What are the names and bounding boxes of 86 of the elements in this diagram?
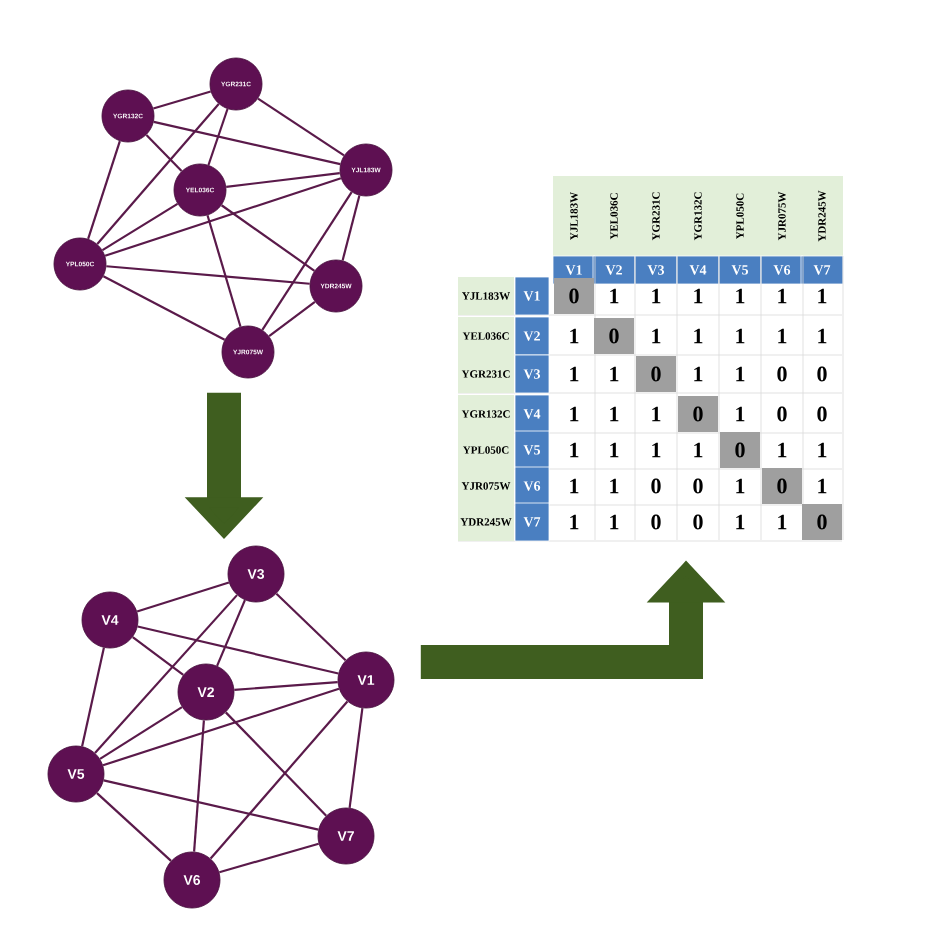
matrix-cell: 0 bbox=[720, 432, 760, 468]
graph-edge bbox=[153, 90, 211, 110]
matrix-cell: 0 bbox=[651, 514, 661, 530]
matrix-cell: 1 bbox=[570, 514, 579, 530]
graph-edge bbox=[209, 700, 349, 860]
matrix-cell: 1 bbox=[778, 514, 787, 530]
graph-edge bbox=[261, 191, 353, 331]
graph-edge bbox=[137, 625, 339, 675]
matrix-cell: 0 bbox=[802, 504, 842, 540]
matrix-cell: 1 bbox=[610, 478, 619, 494]
matrix-cell: 0 bbox=[636, 356, 676, 392]
matrix-cell: 1 bbox=[736, 478, 745, 494]
matrix-cell: 1 bbox=[736, 328, 745, 344]
matrix-cell: 1 bbox=[570, 406, 579, 422]
graph-edge bbox=[348, 708, 364, 808]
graph-edge bbox=[216, 599, 246, 667]
matrix-cell: 1 bbox=[694, 366, 703, 382]
matrix-cell: 1 bbox=[610, 406, 619, 422]
graph-edge bbox=[96, 792, 172, 862]
matrix-cell: 1 bbox=[736, 366, 745, 382]
graph-edge bbox=[225, 711, 327, 817]
matrix-cell: 0 bbox=[693, 478, 703, 494]
graph-edge bbox=[153, 120, 341, 166]
graph-edge bbox=[102, 275, 226, 341]
matrix-cell: 0 bbox=[693, 514, 703, 530]
matrix-cell: 0 bbox=[678, 396, 718, 432]
matrix-cell: 1 bbox=[652, 442, 661, 458]
graph-edge bbox=[234, 681, 338, 691]
matrix-cell: 1 bbox=[652, 288, 661, 304]
matrix-cell: 1 bbox=[818, 288, 827, 304]
matrix-cell: 0 bbox=[777, 366, 787, 382]
matrix-cell: 1 bbox=[778, 328, 787, 344]
matrix-cell: 1 bbox=[778, 288, 787, 304]
matrix-cell: 0 bbox=[651, 478, 661, 494]
graph-edge bbox=[104, 177, 342, 257]
graph-edge bbox=[106, 265, 310, 285]
graph-edge bbox=[193, 720, 205, 852]
matrix-cell: 0 bbox=[817, 366, 827, 382]
matrix-cell: 1 bbox=[570, 328, 579, 344]
matrix-cell: 0 bbox=[762, 468, 802, 504]
matrix-cell: 0 bbox=[554, 278, 594, 314]
matrix-cell: 1 bbox=[652, 406, 661, 422]
graph-edge bbox=[341, 195, 361, 261]
matrix-cell: 0 bbox=[817, 406, 827, 422]
graph-edge bbox=[101, 202, 179, 252]
graph-drawing bbox=[47, 545, 395, 909]
graph-edge bbox=[226, 172, 340, 188]
matrix-cell: 1 bbox=[736, 288, 745, 304]
graph-edge bbox=[99, 706, 183, 760]
matrix-cell: 1 bbox=[818, 442, 827, 458]
matrix-cell: 1 bbox=[778, 442, 787, 458]
matrix-cell: 1 bbox=[610, 288, 619, 304]
matrix-cell: 1 bbox=[610, 514, 619, 530]
graph-drawing bbox=[53, 57, 393, 379]
matrix-table bbox=[457, 176, 844, 542]
matrix-cell: 1 bbox=[570, 442, 579, 458]
graph-edge bbox=[96, 103, 220, 245]
graph-edge bbox=[94, 594, 238, 754]
graph-edge bbox=[268, 300, 316, 338]
matrix-cell: 1 bbox=[818, 478, 827, 494]
graph-edge bbox=[145, 134, 183, 172]
graph-edge bbox=[81, 647, 105, 747]
matrix-cell: 1 bbox=[652, 328, 661, 344]
graph-edge bbox=[87, 140, 121, 240]
graph-edge bbox=[102, 687, 340, 767]
graph-edge bbox=[219, 842, 319, 874]
graph-edge bbox=[132, 636, 184, 676]
graph-edge bbox=[136, 581, 230, 613]
matrix-cell: 1 bbox=[610, 442, 619, 458]
matrix-cell: 1 bbox=[694, 442, 703, 458]
matrix-cell: 1 bbox=[610, 366, 619, 382]
matrix-cell: 0 bbox=[777, 406, 787, 422]
graph-edge bbox=[220, 204, 316, 272]
matrix-cell: 1 bbox=[818, 328, 827, 344]
matrix-cell: 1 bbox=[736, 406, 745, 422]
matrix-cell: 1 bbox=[736, 514, 745, 530]
matrix-cell: 0 bbox=[594, 318, 634, 354]
matrix-cell: 1 bbox=[694, 288, 703, 304]
matrix-cell: 1 bbox=[694, 328, 703, 344]
graph-edge bbox=[275, 592, 347, 662]
matrix-cell: 1 bbox=[570, 478, 579, 494]
graph-edge bbox=[206, 215, 242, 327]
matrix-cell: 1 bbox=[570, 366, 579, 382]
graph-edge bbox=[207, 108, 229, 166]
graph-edge bbox=[103, 779, 319, 831]
graph-edge bbox=[257, 97, 345, 157]
